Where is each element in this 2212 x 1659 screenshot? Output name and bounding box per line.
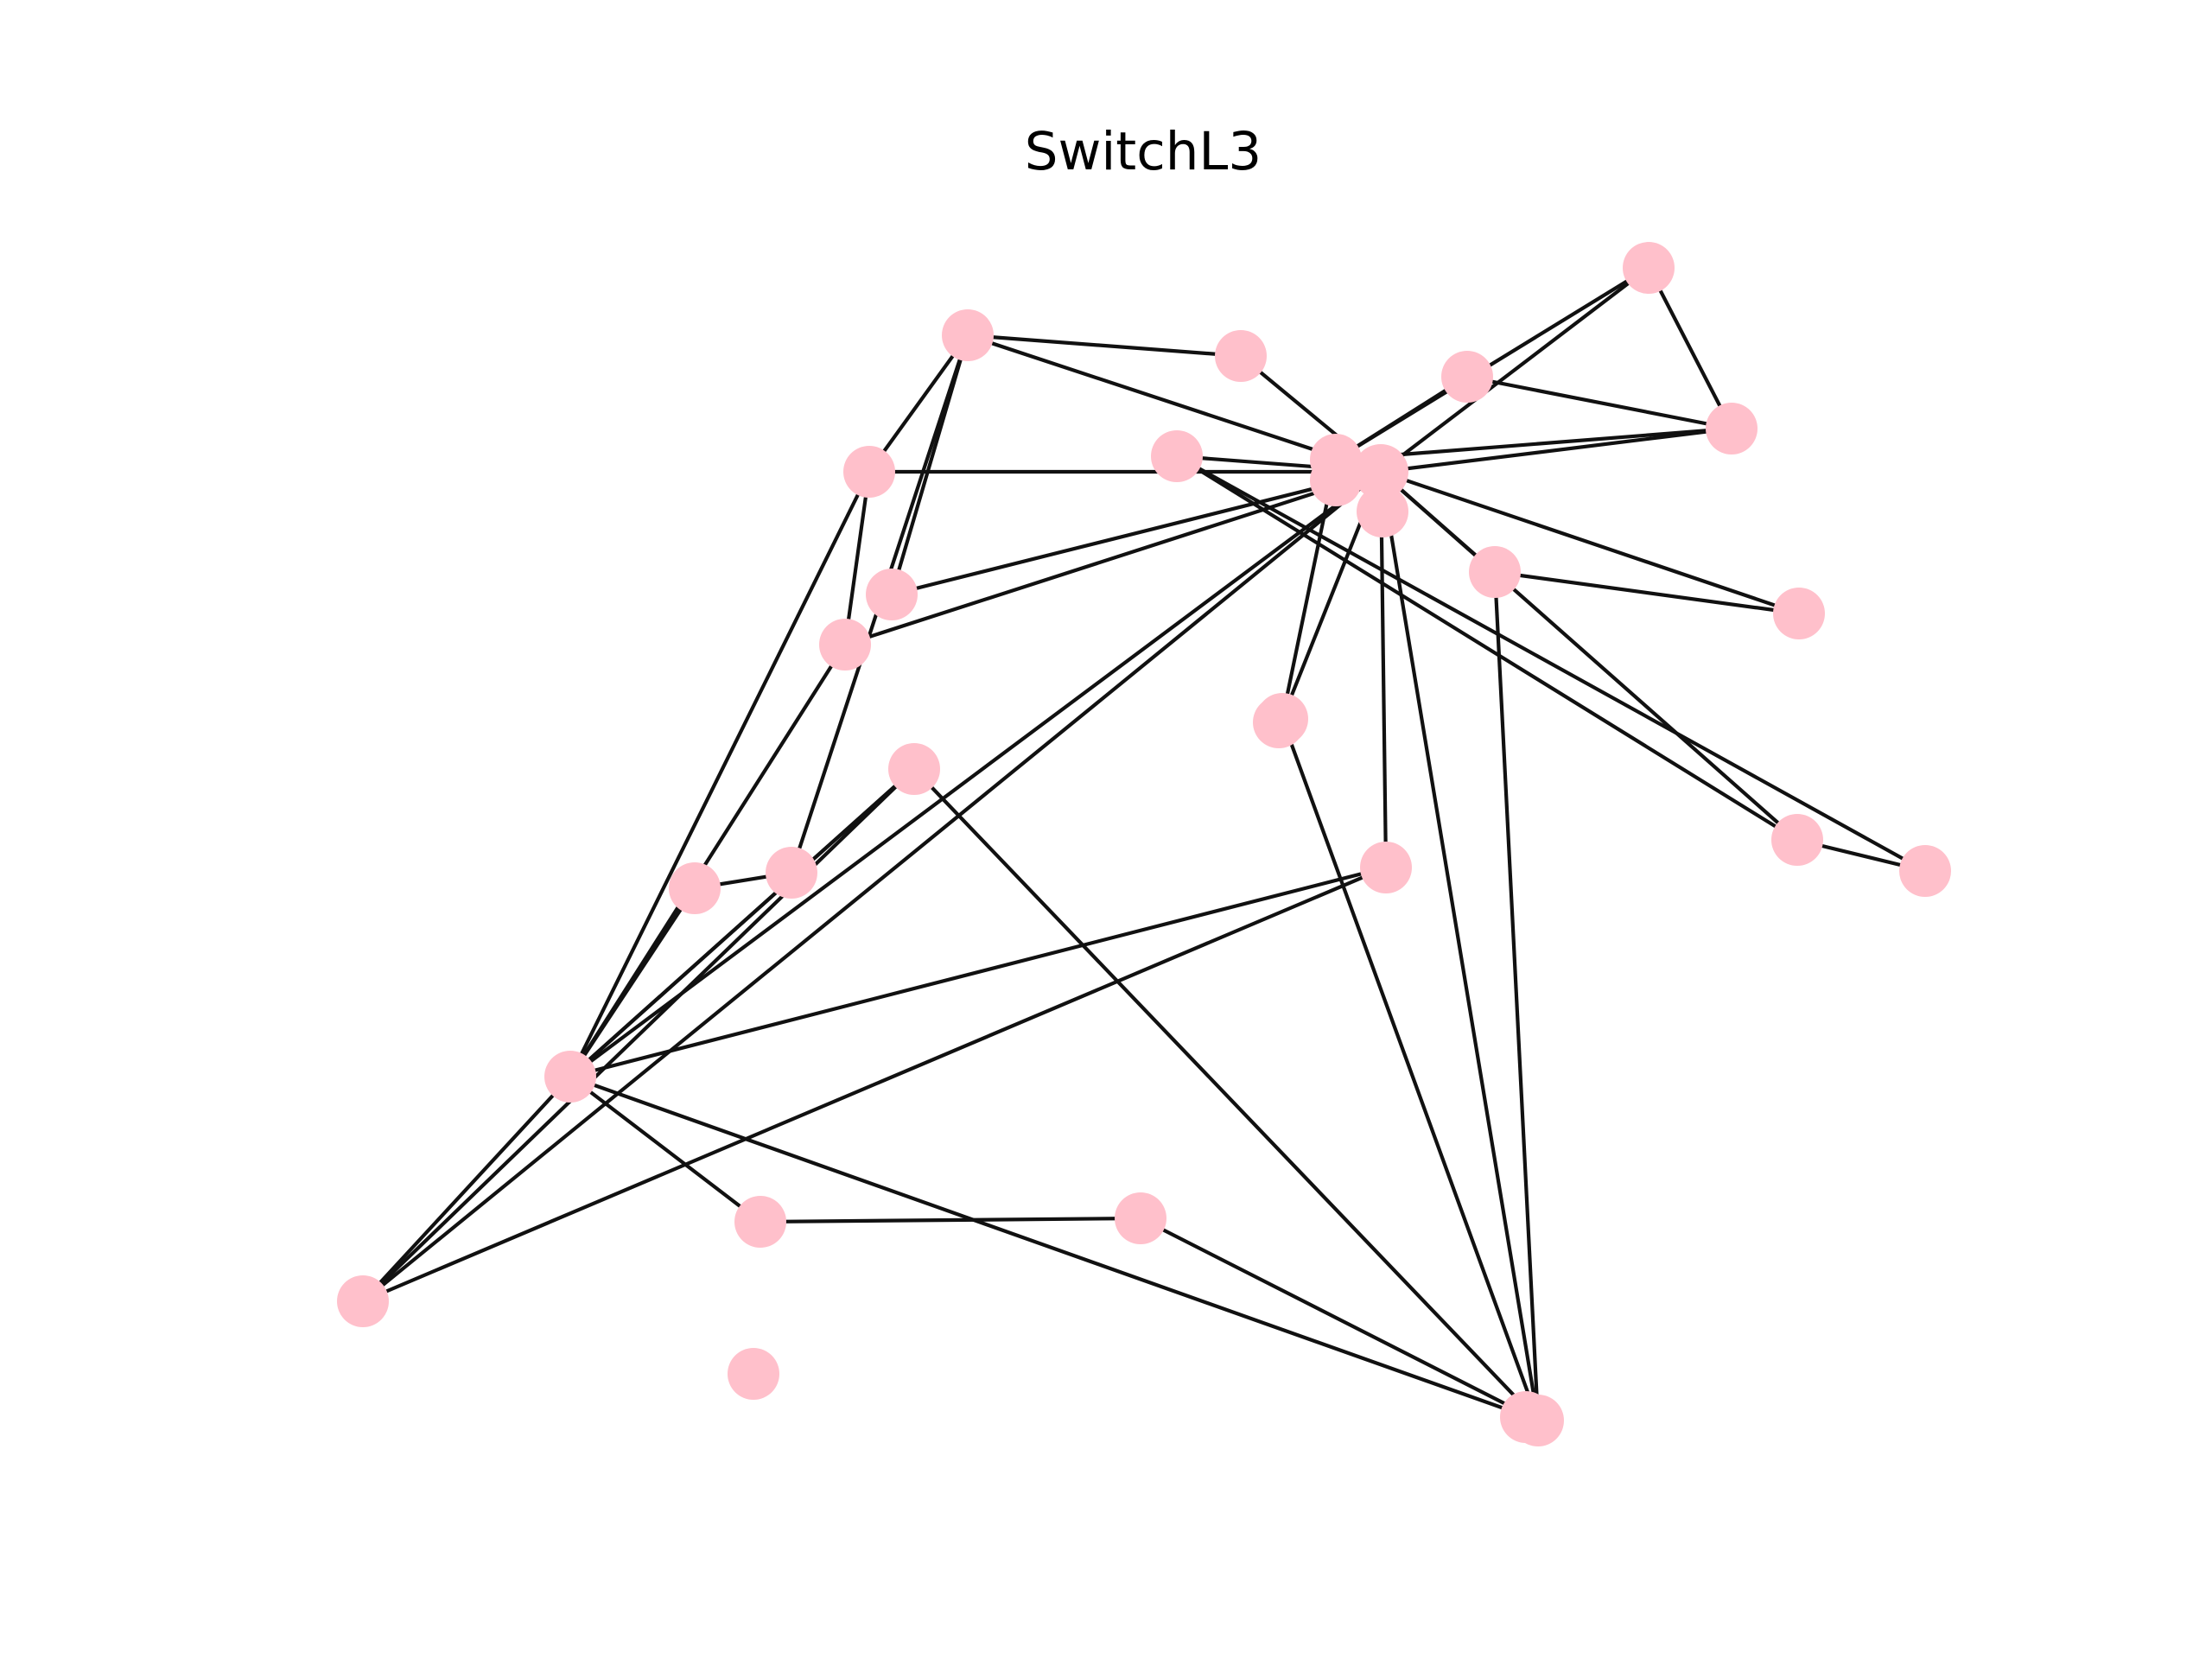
graph-edge xyxy=(361,470,1382,1303)
graph-node xyxy=(942,309,994,361)
graph-node xyxy=(1773,588,1825,639)
graph-node xyxy=(734,1196,786,1248)
graph-node xyxy=(819,619,871,671)
graph-node xyxy=(1360,842,1412,893)
graph-edge xyxy=(362,866,1387,1303)
graph-edge xyxy=(1492,571,1541,1421)
graph-edge xyxy=(967,334,1382,474)
graph-node xyxy=(866,569,918,620)
graph-node xyxy=(1899,845,1951,897)
graph-node xyxy=(1500,1391,1552,1443)
edges-layer xyxy=(361,266,1927,1422)
graph-edge xyxy=(1380,470,1800,615)
graph-node xyxy=(337,1275,389,1327)
graph-edge xyxy=(912,767,1540,1422)
graph-node xyxy=(1353,444,1408,499)
graph-edge xyxy=(569,887,696,1078)
graph-node xyxy=(1469,546,1521,598)
graph-edge xyxy=(1379,266,1650,474)
graph-edge xyxy=(569,865,1387,1079)
graph-edge xyxy=(844,470,1382,646)
graph-edge xyxy=(1494,569,1800,616)
graph-edge xyxy=(967,333,1242,359)
graph-edge xyxy=(569,471,871,1077)
graph-edge xyxy=(891,469,1382,597)
graph-edge xyxy=(1140,1217,1539,1422)
graph-node xyxy=(1441,351,1493,403)
graph-edge xyxy=(1175,454,1927,873)
graph-title: SwitchL3 xyxy=(1025,121,1262,182)
graph-node xyxy=(1310,454,1362,506)
graph-node xyxy=(1253,696,1305,748)
graph-edge xyxy=(1281,718,1540,1421)
graph-edge xyxy=(569,470,1382,1078)
graph-edge xyxy=(569,1075,1539,1422)
graph-node xyxy=(728,1348,779,1400)
graph-node xyxy=(766,847,817,899)
graph-edge xyxy=(569,1075,762,1224)
graph-edge xyxy=(1380,426,1732,474)
graph-edge xyxy=(760,1216,1141,1224)
graph-edge xyxy=(1647,267,1733,429)
graph-node xyxy=(1115,1192,1166,1244)
graph-node xyxy=(1771,814,1823,866)
graph-node xyxy=(1357,486,1408,537)
graph-node xyxy=(544,1051,596,1103)
graph-node xyxy=(669,862,721,914)
graph-node xyxy=(1706,403,1758,454)
graph-node xyxy=(1151,430,1203,482)
graph-node xyxy=(1623,242,1675,294)
graph-node xyxy=(888,743,940,795)
graph-node xyxy=(1215,330,1267,382)
graph-edge xyxy=(569,767,916,1078)
graph-edge xyxy=(842,471,872,645)
graph-node xyxy=(843,446,895,498)
graph-edge xyxy=(1379,470,1799,842)
nodes-layer xyxy=(337,242,1951,1446)
graph-edge xyxy=(868,334,969,474)
graph-edge xyxy=(1378,471,1389,868)
graph-edge xyxy=(361,1075,572,1303)
graph-edge xyxy=(1378,471,1541,1421)
graph-edge xyxy=(361,767,916,1303)
graph-edge xyxy=(1175,454,1799,842)
graph-edge xyxy=(1466,374,1732,431)
